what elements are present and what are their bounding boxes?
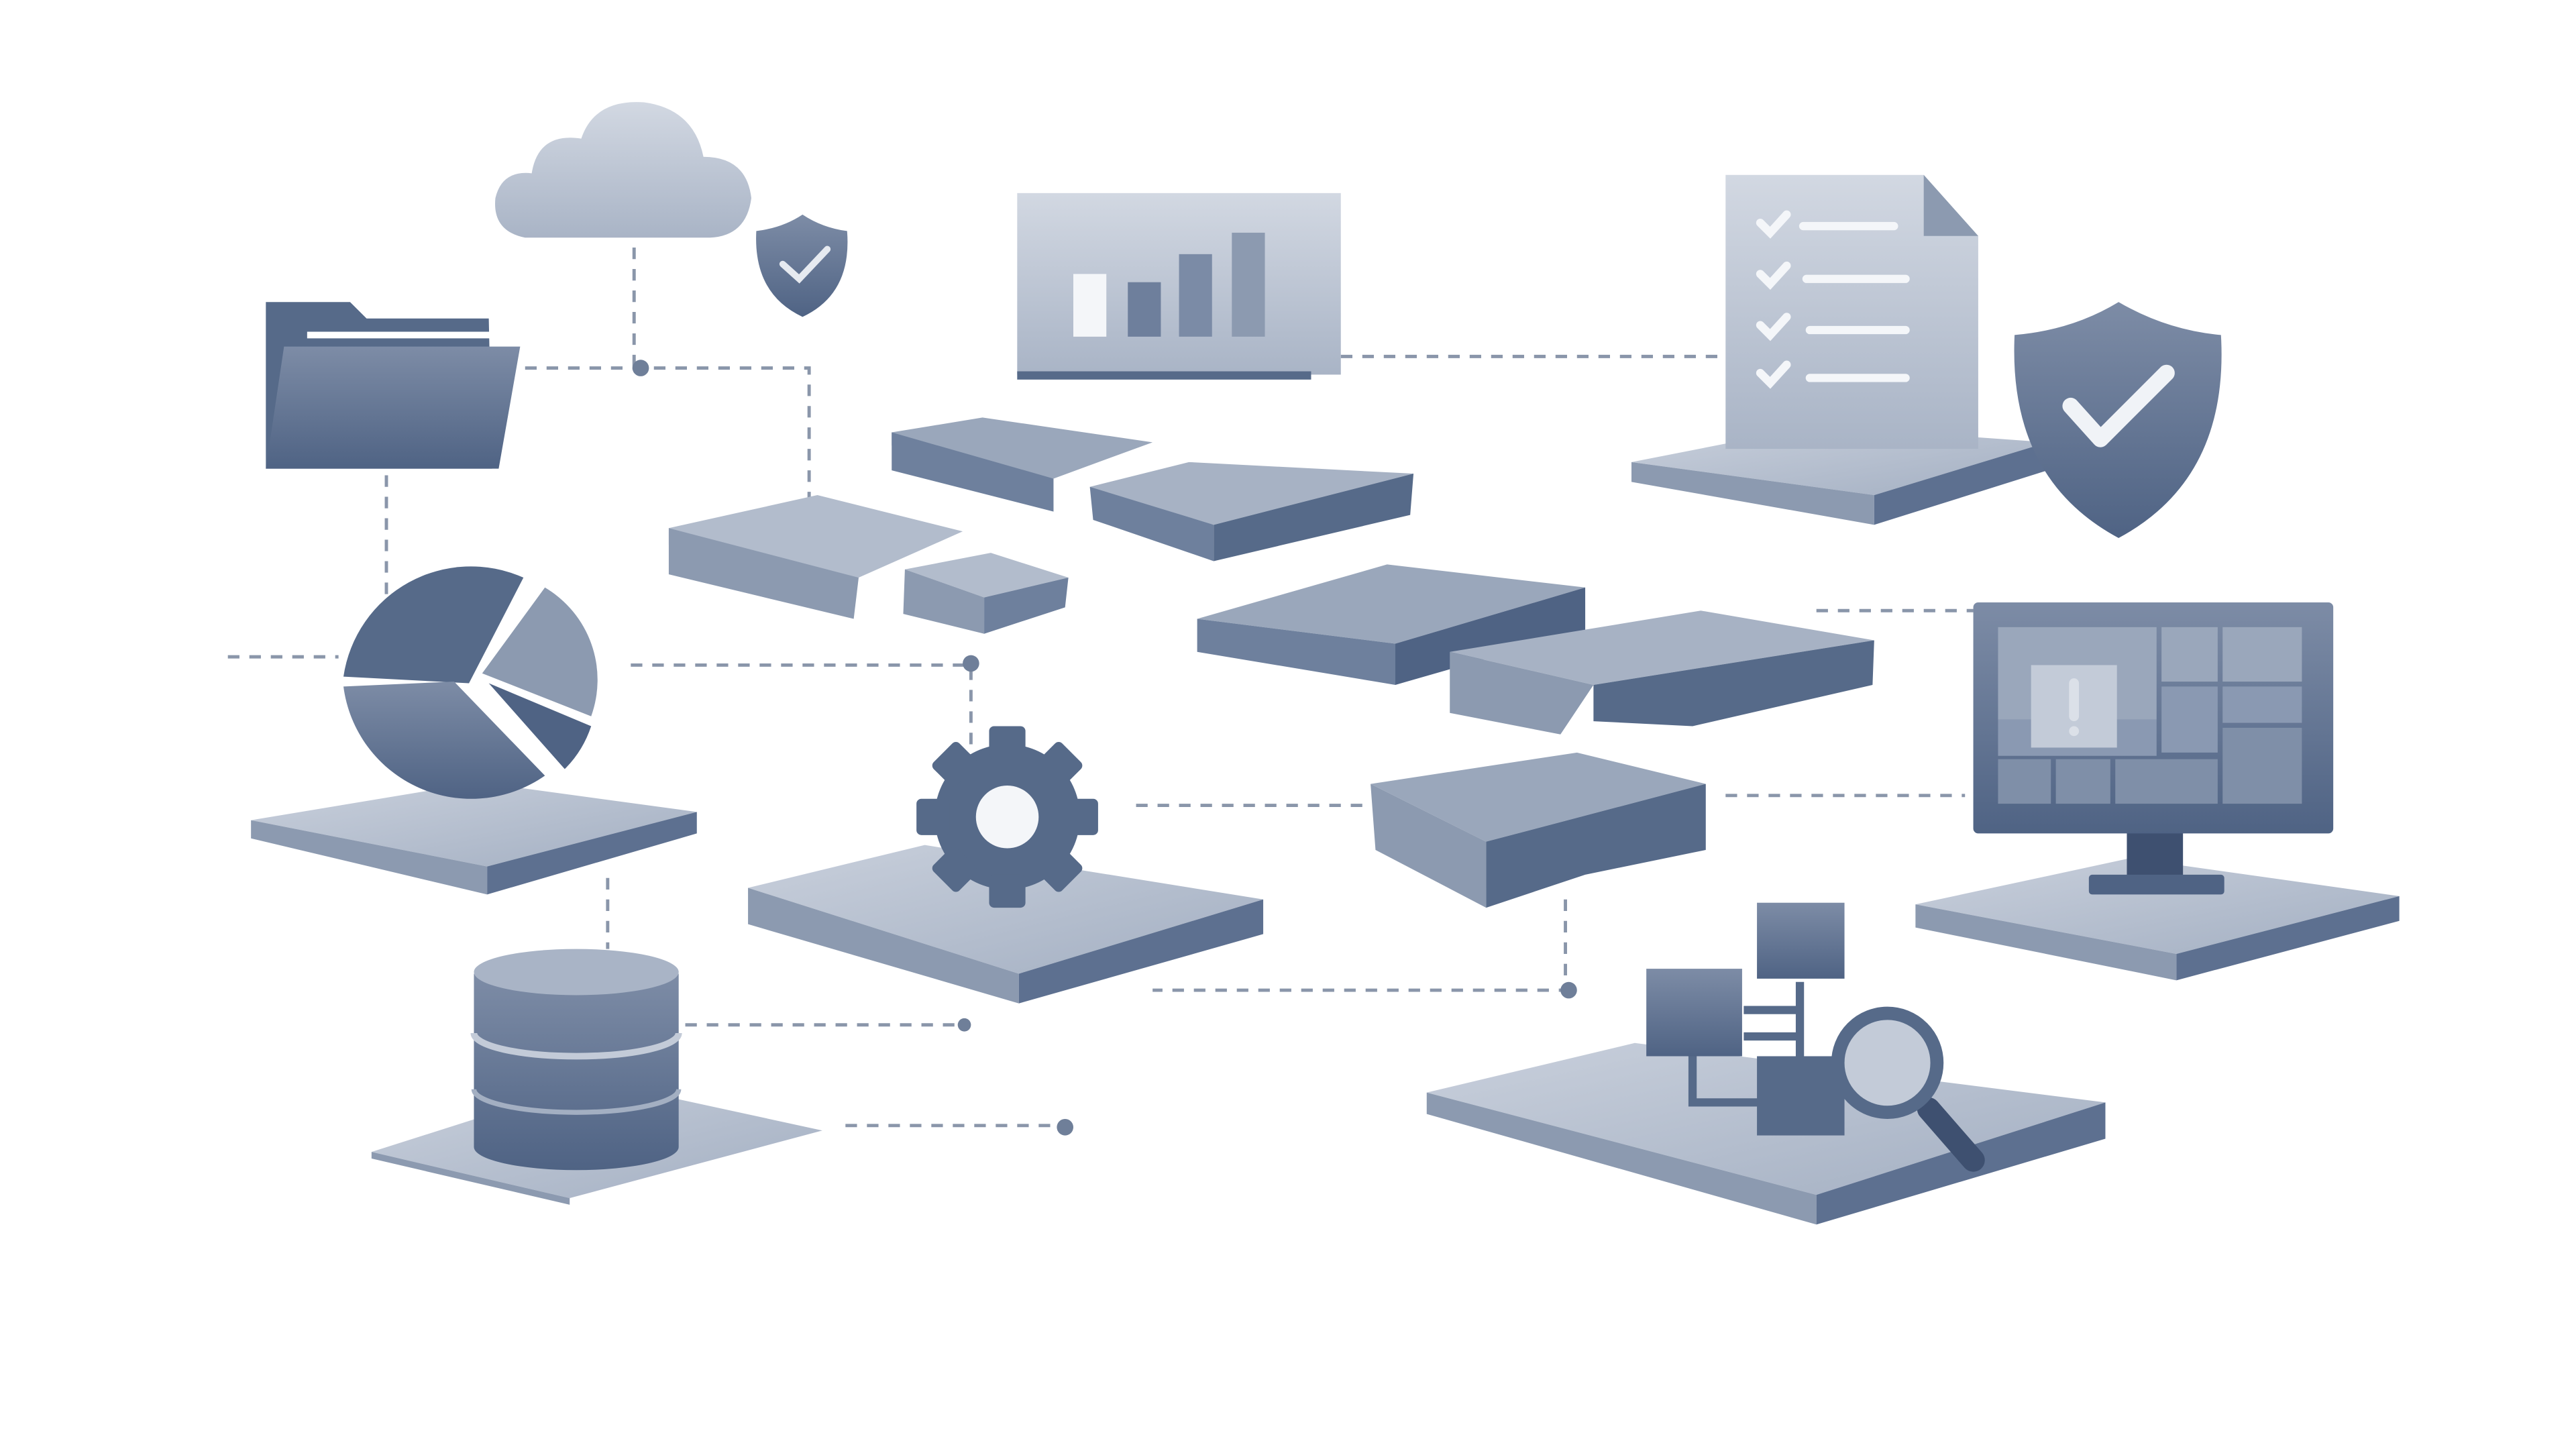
connector-dot [1057, 1118, 1073, 1136]
bar [1073, 274, 1107, 337]
monitor-dashboard-icon [1973, 602, 2334, 895]
monitor-platform [1915, 858, 2400, 981]
bar [1232, 232, 1265, 337]
connector-dot [1560, 981, 1577, 999]
magnifier-handle [1917, 1097, 1985, 1172]
checklist-document-icon [1725, 174, 1978, 449]
connector-dot [957, 1018, 971, 1032]
cloud-icon [495, 102, 751, 238]
shield-check-icon [756, 214, 848, 317]
network-search-icon [1646, 902, 1985, 1172]
bar [1128, 282, 1161, 337]
pie-chart-platform [251, 782, 697, 895]
bar-chart-icon [1017, 193, 1341, 380]
gear-platform [748, 845, 1264, 1004]
folder-icon [266, 302, 521, 469]
connector-dot [632, 360, 649, 376]
floating-slabs [668, 417, 1874, 908]
bar [1179, 254, 1212, 337]
gear-icon [916, 726, 1098, 908]
magnifier-lens [1831, 1006, 1944, 1119]
shield-check-icon [2014, 302, 2222, 539]
connector-dot [963, 655, 979, 672]
pie-chart-icon [343, 566, 598, 799]
database-icon [470, 949, 682, 1171]
